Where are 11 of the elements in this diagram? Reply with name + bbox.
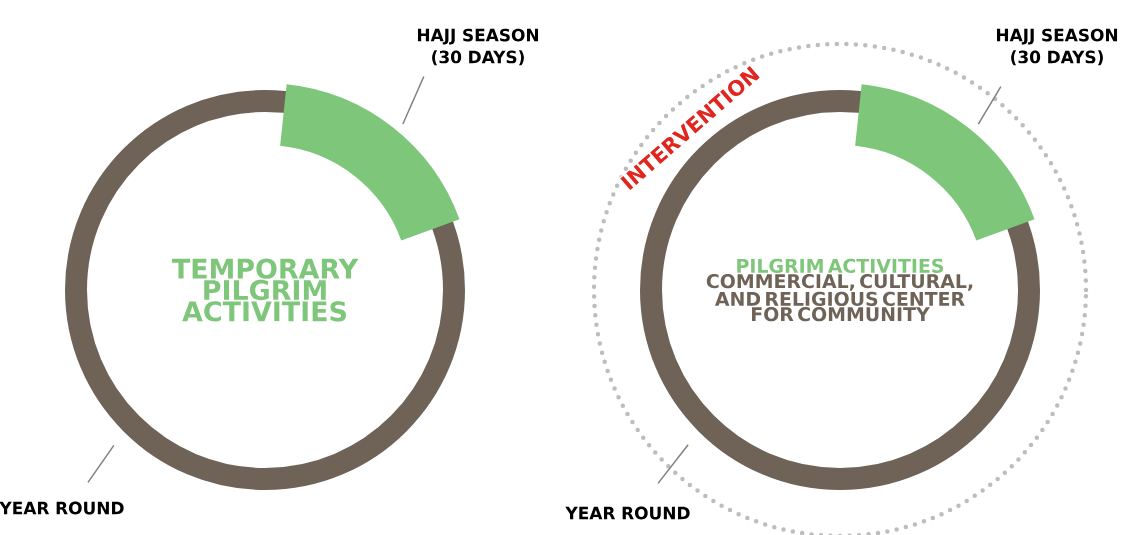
callout-label: HAJJ SEASON (30 DAYS) xyxy=(997,28,1118,66)
callout-label: HAJJ SEASON (30 DAYS) xyxy=(418,28,539,66)
arc-segment xyxy=(853,84,1034,242)
ring: TEMPORARY PILGRIM ACTIVITIES xyxy=(65,90,465,490)
callout-label: YEAR ROUND xyxy=(565,506,690,520)
leader-line xyxy=(87,444,115,484)
arc-segment xyxy=(278,84,459,242)
leader-line xyxy=(977,85,1002,125)
leader-line xyxy=(402,75,425,125)
leader-line xyxy=(657,444,689,485)
callout-label: YEAR ROUND xyxy=(0,501,124,515)
